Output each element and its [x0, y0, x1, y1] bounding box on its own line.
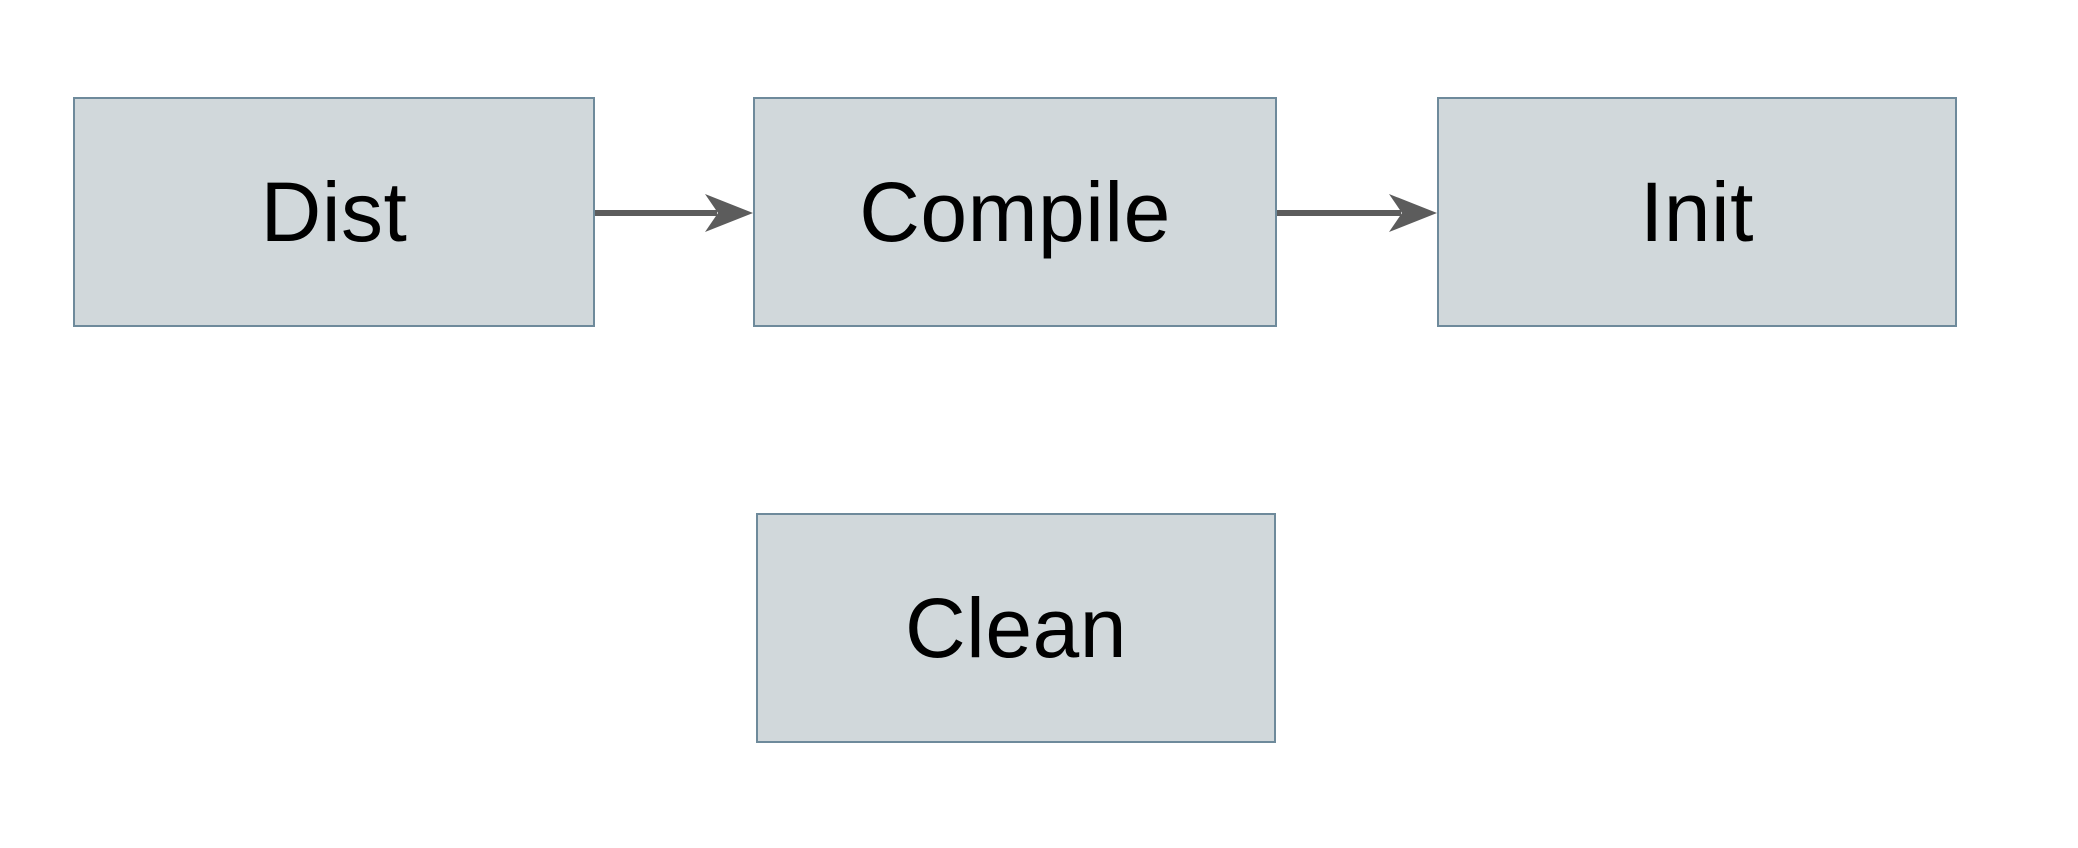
node-init-label: Init [1639, 165, 1755, 259]
node-clean-label: Clean [905, 581, 1127, 675]
node-compile-label: Compile [859, 165, 1171, 259]
arrow-compile-to-init-icon [1277, 194, 1437, 232]
node-dist-label: Dist [260, 165, 408, 259]
arrow-dist-to-compile-icon [595, 194, 753, 232]
node-init: Init [1437, 97, 1957, 327]
node-clean: Clean [756, 513, 1276, 743]
node-dist: Dist [73, 97, 595, 327]
node-compile: Compile [753, 97, 1277, 327]
